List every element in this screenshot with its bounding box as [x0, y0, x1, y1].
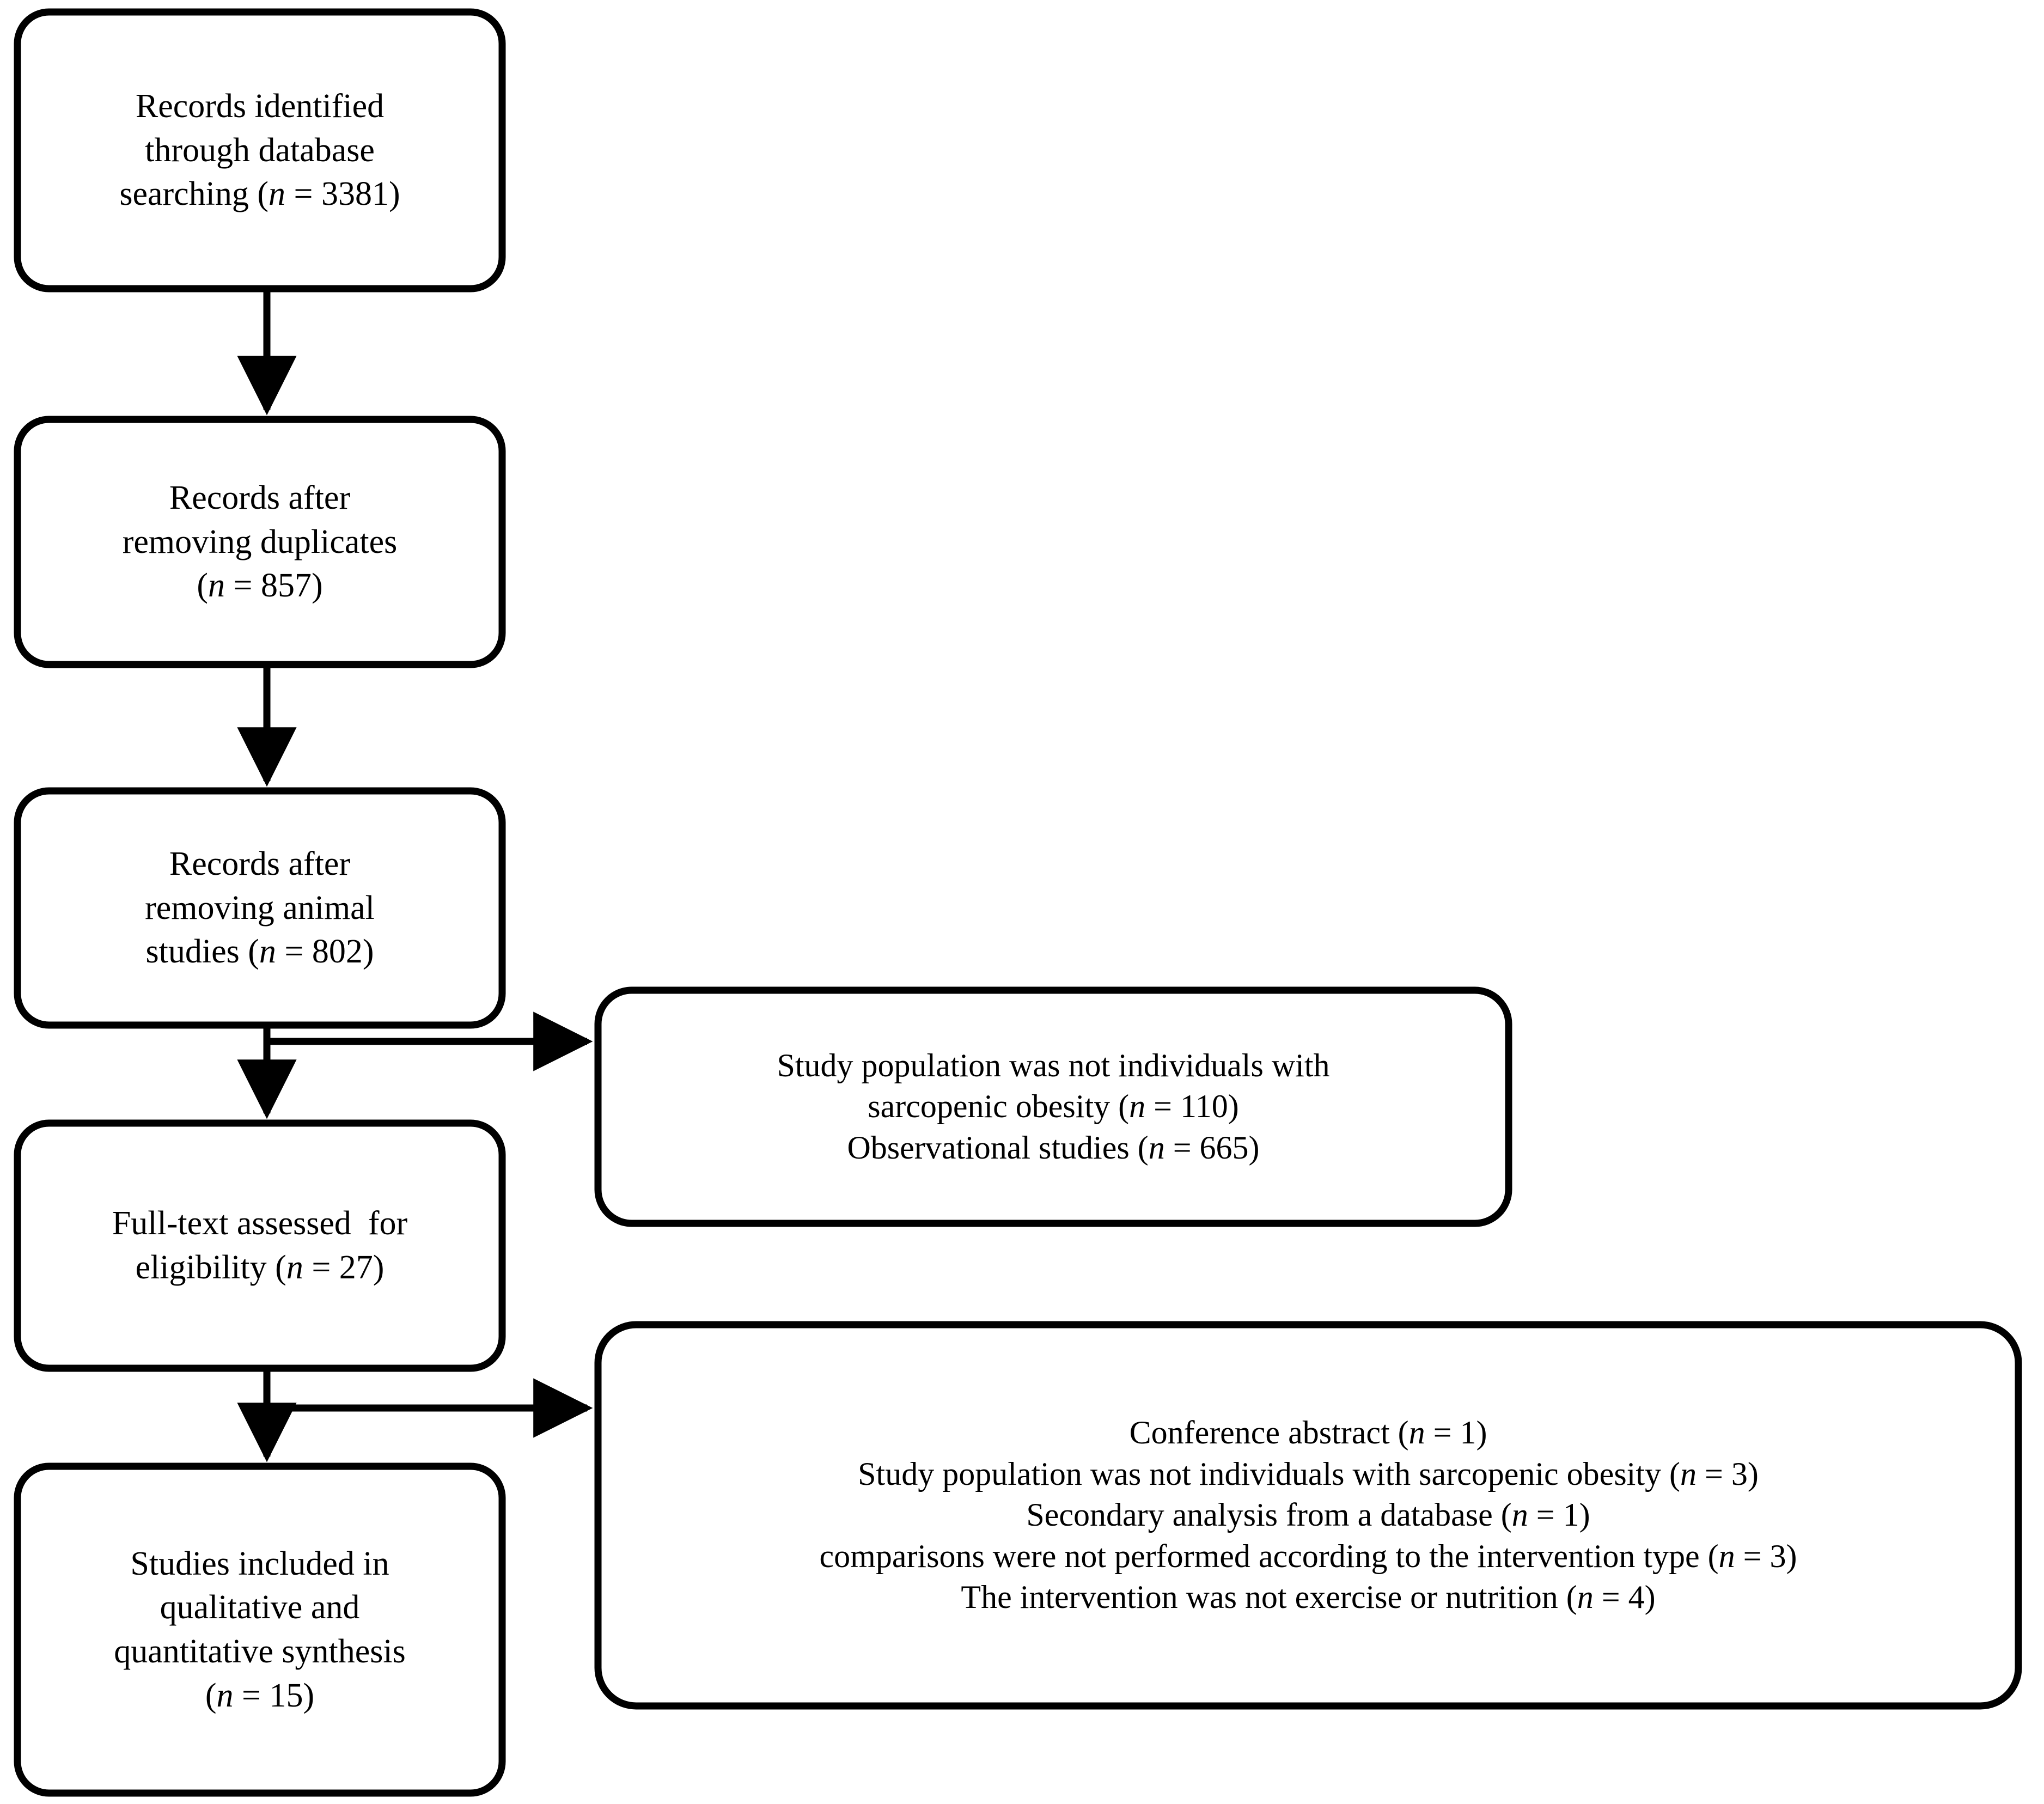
box-excluded-at-full-text	[594, 1321, 2022, 1710]
excluded-at-screening-label: Study population was not individuals wit…	[777, 1047, 1330, 1166]
excluded-at-full-text-label: Conference abstract (n = 1)Study populat…	[819, 1415, 1797, 1616]
box-full-text-assessed	[14, 1119, 506, 1372]
box-records-identified	[14, 8, 506, 292]
node-excluded-at-screening: Study population was not individuals wit…	[598, 990, 1509, 1223]
node-excluded-at-full-text: Conference abstract (n = 1)Study populat…	[598, 1325, 2018, 1706]
box-excluded-at-screening	[594, 986, 1512, 1227]
box-records-after-duplicates	[14, 416, 506, 668]
box-records-after-animal-studies	[14, 787, 506, 1029]
box-studies-included	[14, 1462, 506, 1797]
